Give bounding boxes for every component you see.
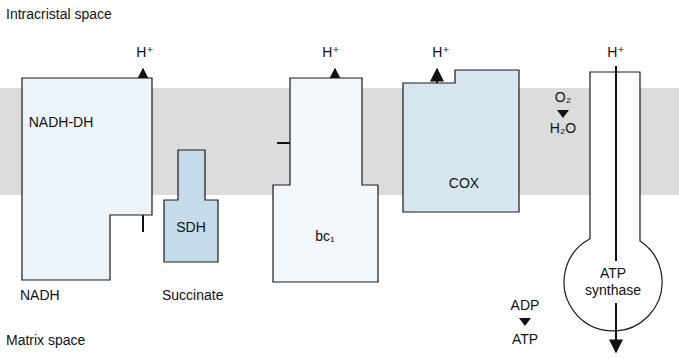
node-label: bc₁ bbox=[315, 228, 335, 245]
proton-label: H⁺ bbox=[322, 44, 340, 61]
proton-label: H⁺ bbox=[136, 44, 154, 61]
complex-box: NADH-DH bbox=[22, 78, 152, 280]
reaction-triangle bbox=[519, 318, 531, 326]
substrate-label: Succinate bbox=[162, 287, 223, 304]
node-outline-path bbox=[273, 78, 378, 282]
node-outline-path bbox=[164, 150, 218, 262]
node-outline-path bbox=[22, 78, 152, 280]
complex-box: COX bbox=[403, 70, 519, 212]
node-outline-path bbox=[403, 70, 519, 212]
reaction-triangle bbox=[557, 110, 569, 118]
node-outline-path bbox=[564, 72, 662, 331]
node-outline bbox=[403, 70, 519, 212]
region-label: Intracristal space bbox=[6, 6, 112, 23]
node-outline bbox=[164, 150, 218, 262]
region-label: Matrix space bbox=[6, 332, 85, 349]
product-label: H₂O bbox=[550, 120, 576, 137]
complex-box: SDH bbox=[164, 150, 218, 262]
node-label: ATP synthase bbox=[579, 264, 647, 300]
node-outline bbox=[22, 78, 152, 280]
node-label: NADH-DH bbox=[29, 114, 94, 131]
enzyme-shape: ATP synthase bbox=[564, 72, 662, 331]
node-label: COX bbox=[449, 175, 479, 192]
node-label: SDH bbox=[176, 219, 206, 236]
node-outline bbox=[273, 78, 378, 282]
proton-label: H⁺ bbox=[432, 44, 450, 61]
substrate-label: ADP bbox=[511, 297, 540, 314]
substrate-label: O₂ bbox=[555, 89, 571, 106]
complex-box: bc₁ bbox=[273, 78, 378, 282]
substrate-label: NADH bbox=[20, 287, 60, 304]
product-label: ATP bbox=[512, 331, 538, 348]
proton-label: H⁺ bbox=[607, 44, 625, 61]
